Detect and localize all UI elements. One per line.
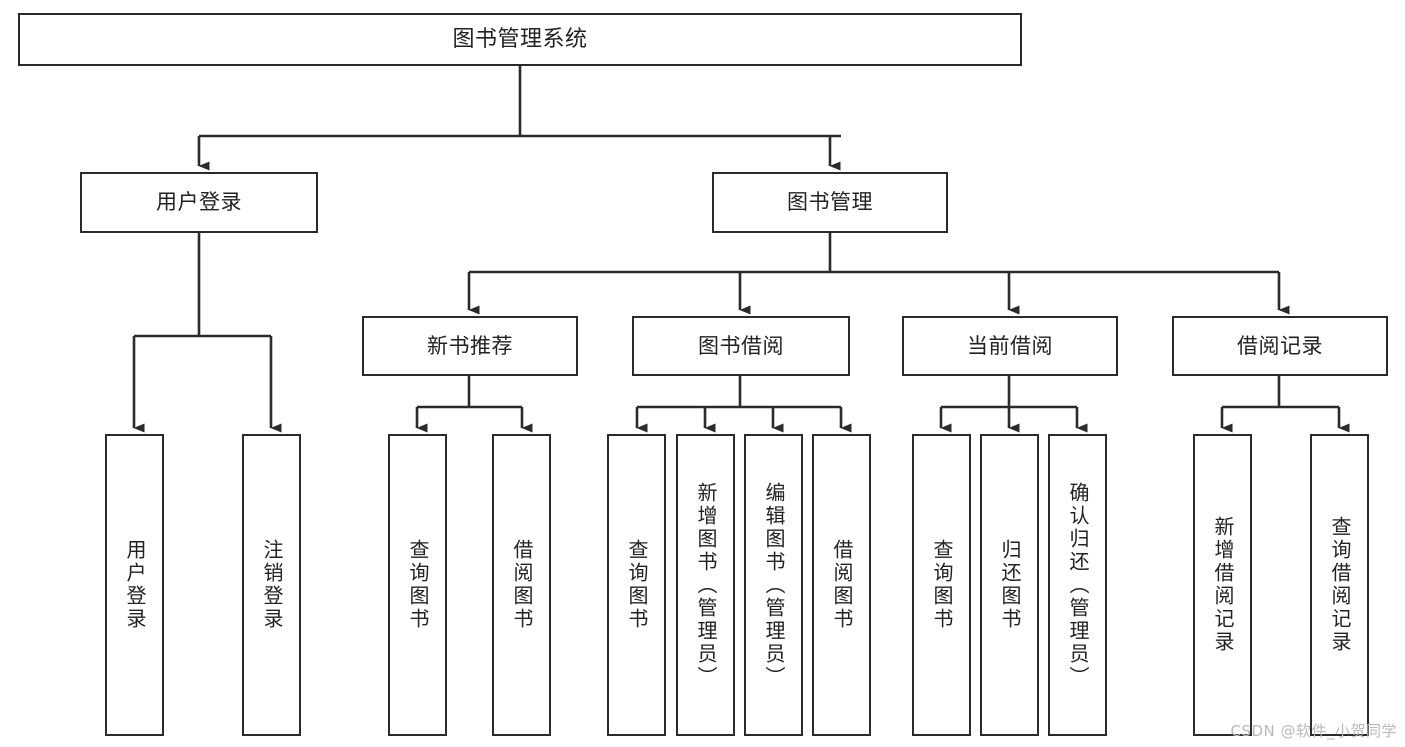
node-current-borrow[interactable]: 当前借阅: [902, 316, 1118, 376]
node-label: 借阅图书: [510, 539, 534, 631]
node-borrow-record[interactable]: 借阅记录: [1172, 316, 1388, 376]
node-label: 图书借阅: [698, 333, 784, 358]
node-user-login[interactable]: 用户登录: [80, 172, 318, 233]
leaf-add-borrow-record[interactable]: 新增借阅记录: [1193, 434, 1252, 736]
node-label: 借阅图书: [830, 539, 854, 631]
node-label: 查询图书: [406, 539, 430, 631]
node-label: 新书推荐: [427, 333, 513, 358]
leaf-edit-book-admin[interactable]: 编辑图书（管理员）: [744, 434, 803, 736]
leaf-query-book-recommend[interactable]: 查询图书: [388, 434, 447, 736]
leaf-confirm-return-admin[interactable]: 确认归还（管理员）: [1048, 434, 1107, 736]
leaf-logout[interactable]: 注销登录: [242, 434, 301, 736]
node-new-book-recommend[interactable]: 新书推荐: [362, 316, 578, 376]
node-label: 当前借阅: [967, 333, 1053, 358]
leaf-query-book-borrow[interactable]: 查询图书: [607, 434, 666, 736]
node-label: 查询图书: [625, 539, 649, 631]
csdn-watermark: CSDN @软件_小贺同学: [1230, 722, 1397, 740]
leaf-user-login[interactable]: 用户登录: [105, 434, 164, 736]
node-label: 借阅记录: [1237, 333, 1323, 358]
node-label: 查询图书: [930, 539, 954, 631]
node-label: 图书管理: [787, 190, 873, 215]
node-label: 图书管理系统: [452, 26, 588, 52]
leaf-borrow-book[interactable]: 借阅图书: [812, 434, 871, 736]
node-book-manage[interactable]: 图书管理: [712, 172, 948, 233]
leaf-borrow-book-recommend[interactable]: 借阅图书: [492, 434, 551, 736]
node-label: 用户登录: [123, 539, 147, 631]
node-label: 新增借阅记录: [1211, 516, 1235, 654]
node-label: 确认归还（管理员）: [1066, 481, 1090, 689]
leaf-query-borrow-record[interactable]: 查询借阅记录: [1310, 434, 1369, 736]
leaf-query-book-current[interactable]: 查询图书: [912, 434, 971, 736]
leaf-add-book-admin[interactable]: 新增图书（管理员）: [676, 434, 735, 736]
node-label: 注销登录: [260, 539, 284, 631]
node-root-system[interactable]: 图书管理系统: [18, 13, 1022, 66]
node-label: 编辑图书（管理员）: [762, 481, 786, 689]
node-book-borrow[interactable]: 图书借阅: [632, 316, 850, 376]
node-label: 查询借阅记录: [1328, 516, 1352, 654]
node-label: 归还图书: [998, 539, 1022, 631]
node-label: 用户登录: [156, 190, 242, 215]
node-label: 新增图书（管理员）: [694, 481, 718, 689]
leaf-return-book[interactable]: 归还图书: [980, 434, 1039, 736]
